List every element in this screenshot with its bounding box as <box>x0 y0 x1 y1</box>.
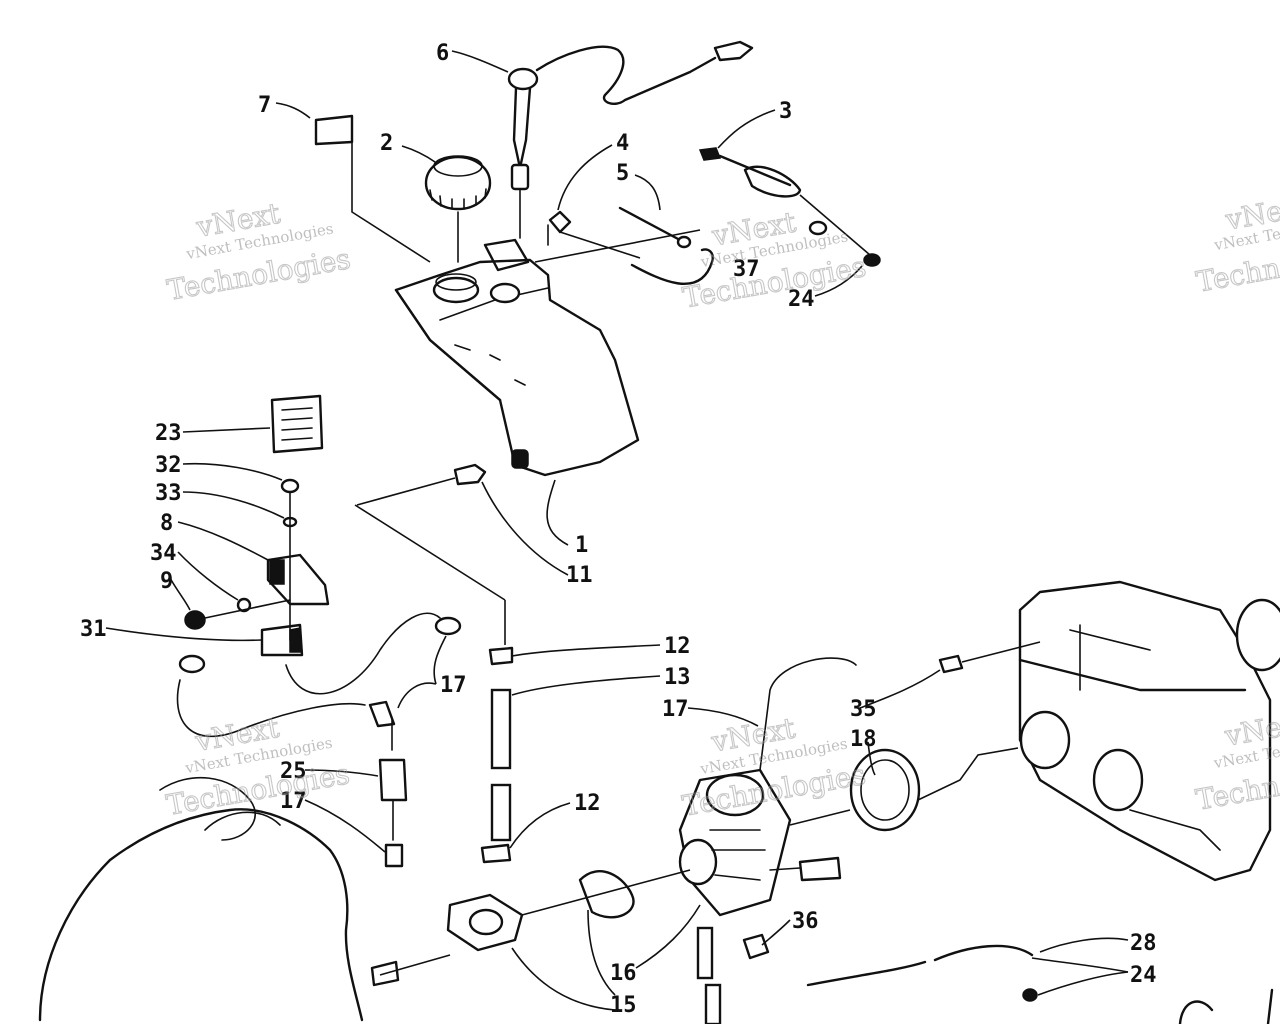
fuel-lines <box>176 463 514 868</box>
callout-17a: 17 <box>440 673 467 698</box>
callout-32: 32 <box>155 453 182 478</box>
callout-18: 18 <box>850 727 877 752</box>
callout-16: 16 <box>610 961 637 986</box>
watermark-top-left: vNext vNext Technologies Technologies <box>164 196 353 307</box>
carburetor <box>678 657 857 1024</box>
callout-15: 15 <box>610 993 637 1018</box>
callout-24a: 24 <box>788 287 815 312</box>
engine-outline <box>38 776 364 1022</box>
callout-4: 4 <box>616 131 629 156</box>
callout-6: 6 <box>436 41 449 66</box>
intake-flange <box>370 869 691 987</box>
watermark-bottom-right: vNext vNext Technologies Technologies <box>1193 705 1280 817</box>
callout-12b: 12 <box>574 791 601 816</box>
callout-24b: 24 <box>1130 963 1157 988</box>
callout-17b: 17 <box>662 697 689 722</box>
callout-31: 31 <box>80 617 107 642</box>
fuel-tank <box>394 238 640 477</box>
fuel-gauge-sender <box>507 40 754 239</box>
callout-13: 13 <box>664 665 691 690</box>
callout-7: 7 <box>258 93 271 118</box>
tank-decal <box>314 114 431 263</box>
fuel-cap <box>424 155 492 263</box>
callout-9: 9 <box>160 569 173 594</box>
watermark-bottom-left: vNext vNext Technologies Technologies <box>163 710 352 822</box>
callout-numbers: 1 2 3 4 5 6 7 8 9 11 12 12 13 15 16 17 1… <box>80 41 1157 1018</box>
callout-2: 2 <box>380 131 393 156</box>
callout-35: 35 <box>850 697 877 722</box>
callout-8: 8 <box>160 511 173 536</box>
watermark-top-center: vNext vNext Technologies Technologies <box>680 205 869 315</box>
callout-37: 37 <box>733 257 760 282</box>
callout-1: 1 <box>575 533 588 558</box>
callout-23: 23 <box>155 421 182 446</box>
watermarks: vNext vNext Technologies Technologies vN… <box>163 189 1280 823</box>
callout-5: 5 <box>616 161 629 186</box>
drain-hose <box>806 944 1274 1024</box>
air-silencer <box>789 580 1280 882</box>
watermark-bottom-center: vNext vNext Technologies Technologies <box>679 711 868 823</box>
watermark-top-right: vNext vNext Technologies Technologies <box>1193 189 1280 299</box>
callout-3: 3 <box>779 99 792 124</box>
callout-28: 28 <box>1130 931 1157 956</box>
leader-lines <box>105 50 1129 1011</box>
callout-11: 11 <box>566 563 593 588</box>
callout-36: 36 <box>792 909 819 934</box>
callout-25: 25 <box>280 759 307 784</box>
fuel-shutoff-valve <box>184 394 330 657</box>
callout-17c: 17 <box>280 789 307 814</box>
callout-34: 34 <box>150 541 177 566</box>
callout-12a: 12 <box>664 634 691 659</box>
callout-33: 33 <box>155 481 182 506</box>
vent-hardware <box>534 147 881 285</box>
